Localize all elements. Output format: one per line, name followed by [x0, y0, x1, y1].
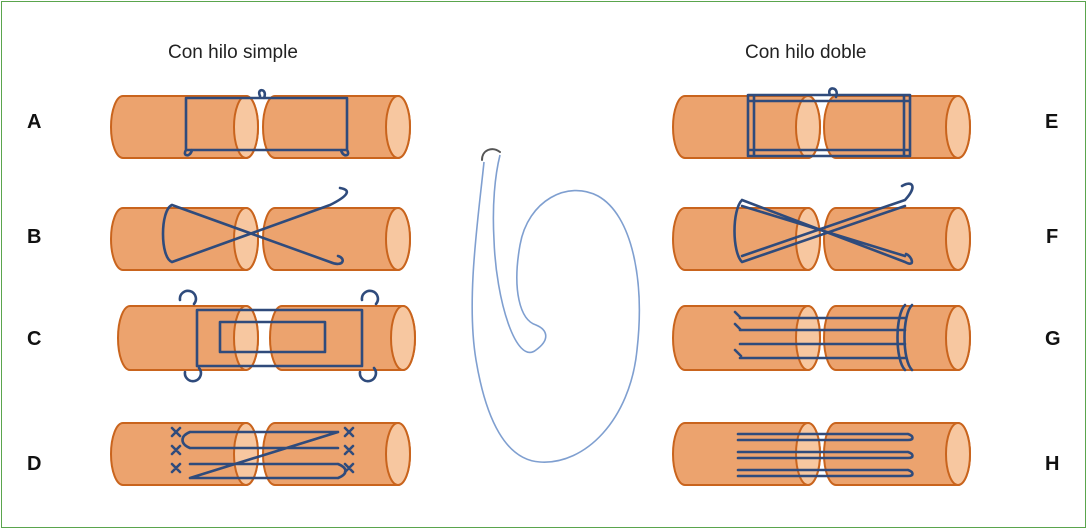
needle-thread [472, 155, 639, 462]
left-row-2-proximal-tendon [118, 306, 258, 370]
left-row-3-distal-tendon-cut-face [386, 423, 410, 485]
left-row-2-distal-tendon-cut-face [391, 306, 415, 370]
right-row-2-distal-tendon-cut-face [946, 306, 970, 370]
right-row-2-proximal-tendon [673, 306, 820, 370]
left-row-1-distal-tendon-cut-face [386, 208, 410, 270]
right-row-3-distal-tendon-cut-face [946, 423, 970, 485]
needle-icon [482, 149, 500, 160]
tendon-ends-group [111, 96, 970, 485]
right-row-2-proximal-tendon-cut-face [796, 306, 820, 370]
right-row-1-distal-tendon-cut-face [946, 208, 970, 270]
left-row-1-distal-tendon [263, 208, 410, 270]
right-row-0-distal-tendon-cut-face [946, 96, 970, 158]
needle-with-thread [472, 149, 639, 462]
left-row-0-distal-tendon-cut-face [386, 96, 410, 158]
left-row-2-proximal-tendon-cut-face [234, 306, 258, 370]
left-row-2-distal-tendon [270, 306, 415, 370]
